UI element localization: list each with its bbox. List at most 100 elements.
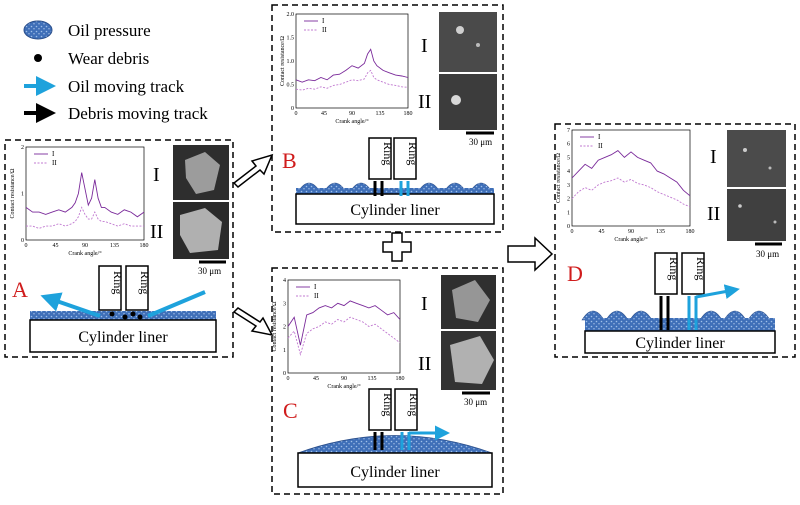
plot-frame bbox=[25, 146, 145, 241]
image-label-II: II bbox=[150, 221, 163, 243]
image-label-II: II bbox=[418, 353, 431, 375]
oil-track-arrow bbox=[695, 284, 740, 300]
image-label-II: II bbox=[418, 91, 431, 113]
micrograph-II bbox=[439, 74, 497, 130]
y-tick-label: 0 bbox=[21, 238, 24, 244]
ring-label: Ring bbox=[694, 257, 708, 280]
y-tick-label: 6 bbox=[567, 142, 570, 148]
y-tick-label: 1 bbox=[283, 348, 286, 354]
oil-film bbox=[585, 318, 775, 331]
flow-arrows bbox=[232, 153, 554, 337]
x-axis-label: Crank angle/° bbox=[68, 250, 102, 257]
x-tick-label: 0 bbox=[25, 243, 28, 249]
y-tick-label: 0 bbox=[283, 371, 286, 377]
ring-label: Ring bbox=[381, 393, 395, 416]
ring-label: Ring bbox=[407, 393, 421, 416]
x-tick-label: 180 bbox=[140, 243, 149, 249]
panel-D-box bbox=[554, 123, 796, 358]
speck bbox=[451, 95, 461, 105]
liner-label: Cylinder liner bbox=[350, 202, 440, 219]
cylinder-liner bbox=[297, 452, 493, 488]
legend-item-oil-track: Oil moving track bbox=[24, 76, 185, 96]
wear-particle bbox=[180, 208, 222, 253]
plot-frame bbox=[295, 13, 409, 109]
image-label-I: I bbox=[153, 164, 160, 186]
x-tick-label: 180 bbox=[404, 111, 413, 117]
x-axis-label: Crank angle/° bbox=[327, 383, 361, 390]
ring-label: Ring bbox=[381, 142, 395, 165]
y-tick-label: 3 bbox=[567, 183, 570, 189]
panel-A-box bbox=[4, 139, 234, 358]
liner-label: Cylinder liner bbox=[350, 464, 440, 481]
series-line-II bbox=[26, 206, 144, 229]
y-axis-label: Contact resistance/Ω bbox=[280, 35, 286, 85]
x-tick-label: 180 bbox=[686, 229, 695, 235]
plot-frame bbox=[571, 129, 691, 227]
x-tick-label: 135 bbox=[376, 111, 385, 117]
micrograph-II bbox=[727, 189, 786, 241]
speck bbox=[773, 220, 777, 224]
debris-dot bbox=[122, 314, 128, 320]
panel-letter: B bbox=[282, 148, 297, 173]
debris-dot bbox=[130, 311, 136, 317]
y-tick-label: 1.0 bbox=[287, 59, 295, 65]
panel-C-box bbox=[271, 267, 504, 495]
liner-label: Cylinder liner bbox=[635, 335, 725, 352]
x-tick-label: 135 bbox=[368, 376, 377, 382]
scale-label: 30 μm bbox=[464, 397, 487, 407]
y-tick-label: 4 bbox=[567, 169, 570, 175]
x-axis-label: Crank angle/° bbox=[335, 118, 369, 125]
series-line-II bbox=[571, 177, 691, 208]
debris-dot-icon bbox=[34, 54, 42, 62]
arrow-A-to-B bbox=[232, 153, 274, 188]
panel-letter: A bbox=[12, 277, 28, 302]
y-tick-label: 2 bbox=[21, 145, 24, 151]
ring-label: Ring bbox=[111, 271, 125, 294]
y-axis-label: Contact resistance/Ω bbox=[272, 301, 278, 351]
x-tick-label: 135 bbox=[656, 229, 665, 235]
series-line-I bbox=[287, 300, 401, 346]
panel-letter: D bbox=[567, 261, 583, 286]
oil-film bbox=[296, 188, 494, 194]
wear-particle bbox=[452, 280, 490, 322]
x-tick-label: 0 bbox=[295, 111, 298, 117]
micrograph-I bbox=[439, 12, 497, 72]
ring-2 bbox=[394, 388, 418, 431]
ring-1 bbox=[368, 137, 392, 180]
wear-particle bbox=[185, 152, 220, 194]
x-tick-label: 90 bbox=[82, 243, 88, 249]
ring-1 bbox=[654, 252, 678, 295]
y-tick-label: 2 bbox=[567, 197, 570, 203]
image-label-II: II bbox=[707, 203, 720, 225]
legend-label: Oil pressure bbox=[68, 21, 151, 40]
speck bbox=[743, 148, 747, 152]
cylinder-liner bbox=[295, 193, 495, 225]
panel-letter: C bbox=[283, 398, 298, 423]
y-tick-label: 5 bbox=[567, 155, 570, 161]
x-tick-label: 45 bbox=[599, 229, 605, 235]
series-line-II bbox=[287, 316, 401, 357]
x-tick-label: 45 bbox=[313, 376, 319, 382]
ring-2 bbox=[125, 265, 149, 311]
legend-label: II bbox=[52, 159, 57, 167]
image-label-I: I bbox=[421, 35, 428, 57]
x-tick-label: 90 bbox=[341, 376, 347, 382]
x-tick-label: 0 bbox=[571, 229, 574, 235]
speck bbox=[738, 204, 742, 208]
cylinder-liner bbox=[584, 330, 776, 354]
x-tick-label: 90 bbox=[349, 111, 355, 117]
scale-label: 30 μm bbox=[469, 137, 492, 147]
oil-pressure-icon bbox=[23, 20, 53, 40]
oil-track-left bbox=[40, 292, 101, 318]
oil-track-right bbox=[147, 290, 206, 318]
legend-label: I bbox=[52, 150, 55, 158]
y-axis-label: Contact resistance/Ω bbox=[10, 168, 16, 218]
y-tick-label: 1 bbox=[567, 210, 570, 216]
speck bbox=[768, 166, 772, 170]
y-tick-label: 1 bbox=[21, 192, 24, 198]
